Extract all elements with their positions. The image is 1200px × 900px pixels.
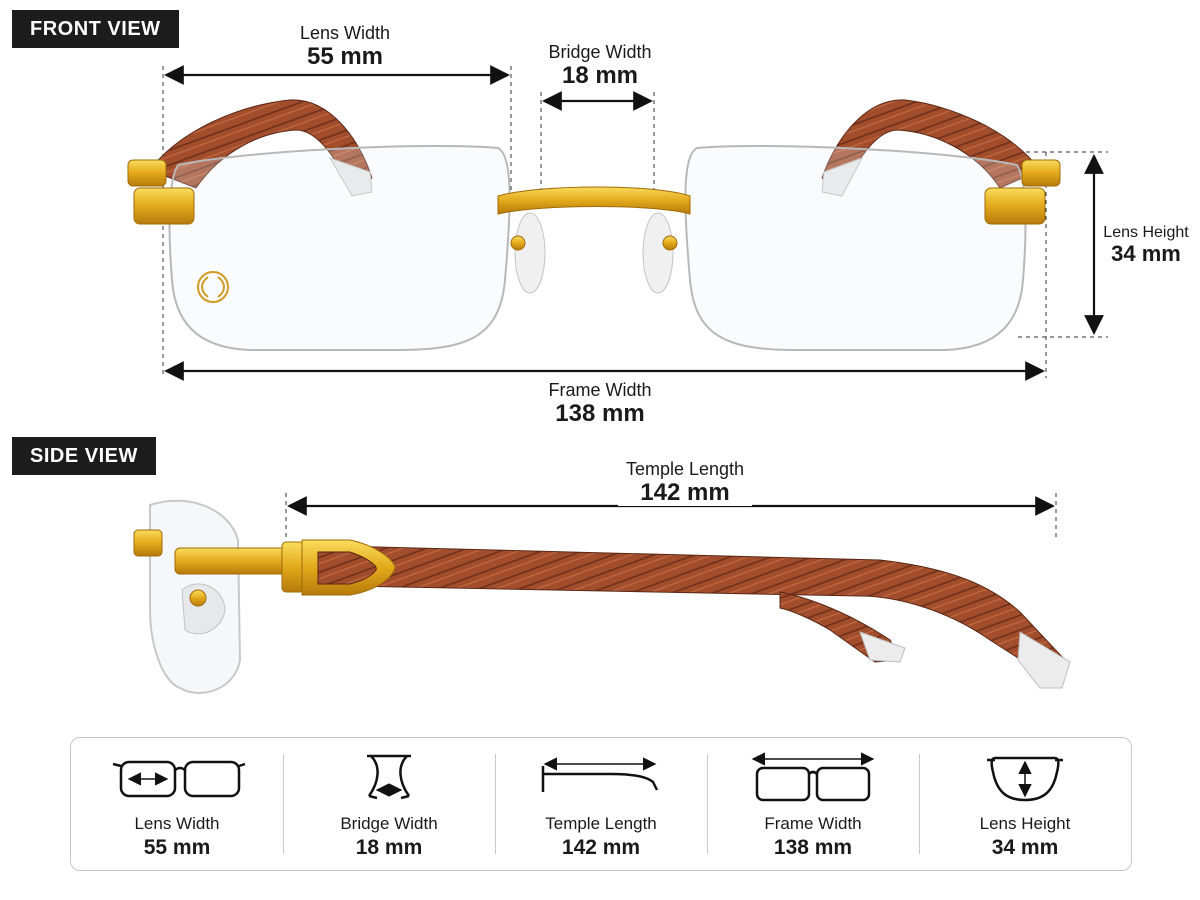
summary-value: 138 mm: [773, 836, 853, 859]
summary-label: Lens Height: [979, 814, 1071, 833]
frame-width-icon: [751, 752, 875, 802]
front-bridge: [497, 186, 691, 294]
lens-height-icon: [987, 756, 1063, 802]
front-temple-left: [149, 99, 373, 197]
front-temple-right: [821, 99, 1041, 197]
frame-width-label: Frame Width 138 mm: [540, 380, 660, 428]
summary-value: 55 mm: [143, 836, 211, 859]
front-hinges: [127, 159, 1061, 225]
summary-value: 18 mm: [355, 836, 423, 859]
lens-logo: [197, 271, 229, 303]
summary-bridge-width: Bridge Width 18 mm: [283, 738, 495, 870]
summary-label: Frame Width: [764, 814, 862, 833]
front-lenses: [168, 144, 1027, 351]
temple-length-label: Temple Length 142 mm: [617, 459, 753, 507]
summary-frame-width: Frame Width 138 mm: [707, 738, 919, 870]
temple-length-icon: [541, 757, 659, 792]
summary-label: Temple Length: [545, 814, 657, 833]
bridge-width-icon: [367, 754, 411, 800]
measurement-summary: Lens Width 55 mm Bridge Width 18 mm: [70, 737, 1132, 871]
front-dimension-arrows: [164, 65, 1104, 381]
lens-width-label: Lens Width 55 mm: [299, 23, 391, 70]
side-temple: [299, 544, 1071, 689]
side-view-badge: SIDE VIEW: [12, 437, 156, 475]
side-hinge: [133, 529, 396, 596]
lens-width-icon: [112, 760, 246, 798]
summary-label: Bridge Width: [340, 814, 438, 833]
bridge-width-label: Bridge Width 18 mm: [548, 42, 652, 89]
summary-label: Lens Width: [134, 814, 220, 833]
summary-lens-height: Lens Height 34 mm: [919, 738, 1131, 870]
lens-height-label: Lens Height 34 mm: [1103, 224, 1189, 266]
summary-value: 34 mm: [991, 836, 1059, 859]
summary-lens-width: Lens Width 55 mm: [71, 738, 283, 870]
front-view-badge: FRONT VIEW: [12, 10, 179, 48]
side-lens: [149, 499, 242, 694]
summary-temple-length: Temple Length 142 mm: [495, 738, 707, 870]
summary-value: 142 mm: [561, 836, 641, 859]
